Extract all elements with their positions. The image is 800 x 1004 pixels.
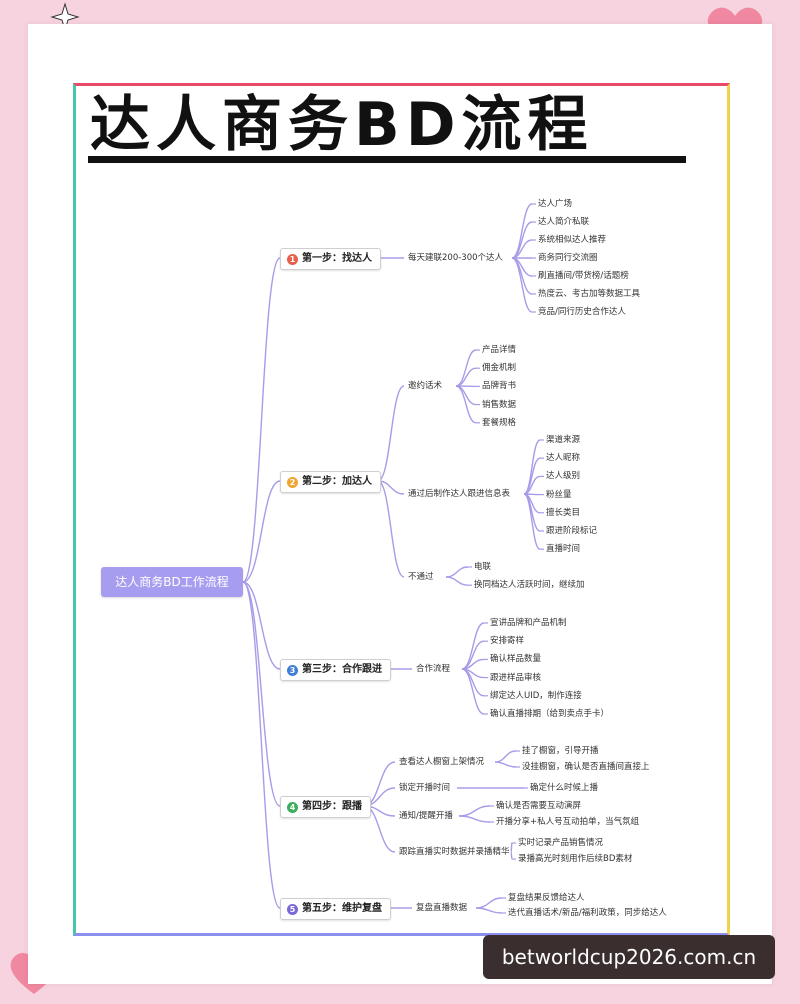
step-label: 第五步：维护复盘 — [302, 903, 382, 914]
leaf-label: 跟进样品审核 — [490, 672, 542, 683]
step-node: 1 第一步：找达人 — [280, 248, 381, 270]
leaf-label: 没挂橱窗，确认是否直播间直接上 — [522, 762, 650, 772]
step-label: 第二步：加达人 — [302, 476, 372, 487]
branch-label: 不通过 — [408, 572, 434, 582]
step-node: 5 第五步：维护复盘 — [280, 898, 391, 920]
branch-label: 合作流程 — [416, 664, 451, 674]
branch-to-leaf-connector — [461, 622, 485, 670]
branch-to-leaf-connector — [458, 805, 491, 817]
leaf-label: 宣讲品牌和产品机制 — [490, 618, 567, 628]
step-number-badge: 1 — [287, 253, 298, 265]
step-number-badge: 5 — [287, 903, 298, 915]
leaf-label: 刷直播间/带货榜/话题榜 — [538, 271, 629, 281]
step-to-branch-connector — [377, 480, 405, 578]
content-card — [28, 24, 772, 984]
leaf-label: 竞品/同行历史合作达人 — [538, 307, 626, 317]
leaf-label: 安排寄样 — [490, 636, 525, 647]
leaf-label: 擅长类目 — [546, 507, 581, 518]
branch-label: 每天建联200-300个达人 — [408, 253, 504, 263]
step-label: 第一步：找达人 — [302, 253, 372, 264]
leaf-label: 佣金机制 — [482, 363, 517, 374]
leaf-label: 复盘结果反馈给达人 — [508, 893, 585, 903]
step-to-branch-connector — [377, 385, 405, 482]
leaf-label: 确认直播排期（给到卖点手卡） — [490, 709, 610, 719]
leaf-label: 确认是否需要互动演屏 — [496, 801, 582, 811]
watermark: betworldcup2026.com.cn — [483, 935, 775, 979]
branch-to-leaf-connector — [458, 815, 491, 823]
branch-to-leaf-connector — [455, 385, 477, 424]
branch-label: 邀约话术 — [408, 381, 443, 391]
title-underline — [88, 156, 686, 163]
branch-label: 跟踪直播实时数据并录播精华 — [399, 847, 510, 857]
leaf-label: 达人简介私联 — [538, 217, 590, 227]
leaf-label: 达人广场 — [538, 199, 573, 209]
leaf-label: 迭代直播话术/新品/福利政策，同步给达人 — [508, 908, 667, 918]
page-title: 达人商务BD流程 — [90, 90, 594, 160]
branch-to-leaf-connector — [510, 851, 513, 860]
leaf-label: 达人级别 — [546, 471, 581, 482]
branch-label: 复盘直播数据 — [416, 903, 468, 913]
branch-to-leaf-connector — [475, 897, 503, 909]
leaf-label: 录播高光时刻用作后续BD素材 — [518, 854, 633, 864]
step-label: 第三步：合作跟进 — [302, 664, 382, 675]
branch-to-leaf-connector — [445, 566, 469, 578]
leaf-label: 实时记录产品销售情况 — [518, 838, 604, 848]
leaf-label: 确认样品数量 — [490, 654, 542, 665]
leaf-label: 产品详情 — [482, 345, 517, 355]
branch-to-leaf-connector — [455, 367, 477, 387]
leaf-label: 挂了橱窗，引导开播 — [522, 746, 599, 756]
leaf-label: 系统相似达人推荐 — [538, 235, 607, 245]
branch-to-leaf-connector — [510, 842, 513, 853]
step-node: 4 第四步：跟播 — [280, 796, 371, 818]
root-to-step-connector — [242, 257, 281, 583]
step-number-badge: 2 — [287, 476, 298, 488]
branch-to-leaf-connector — [523, 493, 541, 550]
branch-to-leaf-connector — [494, 761, 517, 768]
leaf-label: 粉丝量 — [546, 489, 572, 500]
branch-to-leaf-connector — [494, 750, 517, 763]
root-to-step-connector — [242, 581, 281, 807]
step-node: 3 第三步：合作跟进 — [280, 659, 391, 681]
root-node: 达人商务BD工作流程 — [101, 567, 243, 597]
step-number-badge: 4 — [287, 801, 298, 813]
content-frame — [73, 83, 730, 936]
leaf-label: 热度云、考古加等数据工具 — [538, 289, 641, 299]
branch-to-leaf-connector — [475, 907, 503, 914]
step-to-branch-connector — [377, 480, 405, 495]
leaf-label: 商务同行交流圈 — [538, 253, 598, 263]
leaf-label: 渠道来源 — [546, 435, 581, 445]
leaf-label: 换同档达人活跃时间，继续加 — [474, 580, 585, 591]
root-to-step-connector — [242, 581, 281, 670]
step-number-badge: 3 — [287, 664, 298, 676]
leaf-label: 电联 — [474, 562, 492, 572]
branch-to-leaf-connector — [445, 576, 469, 586]
leaf-label: 直播时间 — [546, 544, 581, 555]
leaf-label: 销售数据 — [482, 399, 517, 410]
branch-label: 查看达人橱窗上架情况 — [399, 757, 485, 767]
leaf-label: 开播分享+私人号互动拍单，当气氛组 — [496, 817, 640, 827]
step-node: 2 第二步：加达人 — [280, 471, 381, 493]
leaf-label: 绑定达人UID，制作连接 — [490, 690, 582, 701]
leaf-label: 套餐规格 — [482, 417, 517, 428]
leaf-label: 达人昵称 — [546, 453, 581, 464]
branch-to-leaf-connector — [455, 349, 477, 387]
leaf-label: 确定什么时候上播 — [530, 783, 599, 793]
leaf-label: 跟进阶段标记 — [546, 526, 598, 536]
branch-to-leaf-connector — [461, 668, 485, 715]
branch-label: 锁定开播时间 — [399, 783, 451, 793]
root-to-step-connector — [242, 581, 281, 909]
leaf-label: 品牌背书 — [482, 381, 517, 392]
branch-to-leaf-connector — [511, 257, 533, 313]
branch-label: 通过后制作达人跟进信息表 — [408, 489, 511, 499]
branch-label: 通知/提醒开播 — [399, 811, 453, 821]
root-to-step-connector — [242, 480, 281, 583]
step-label: 第四步：跟播 — [302, 801, 362, 812]
